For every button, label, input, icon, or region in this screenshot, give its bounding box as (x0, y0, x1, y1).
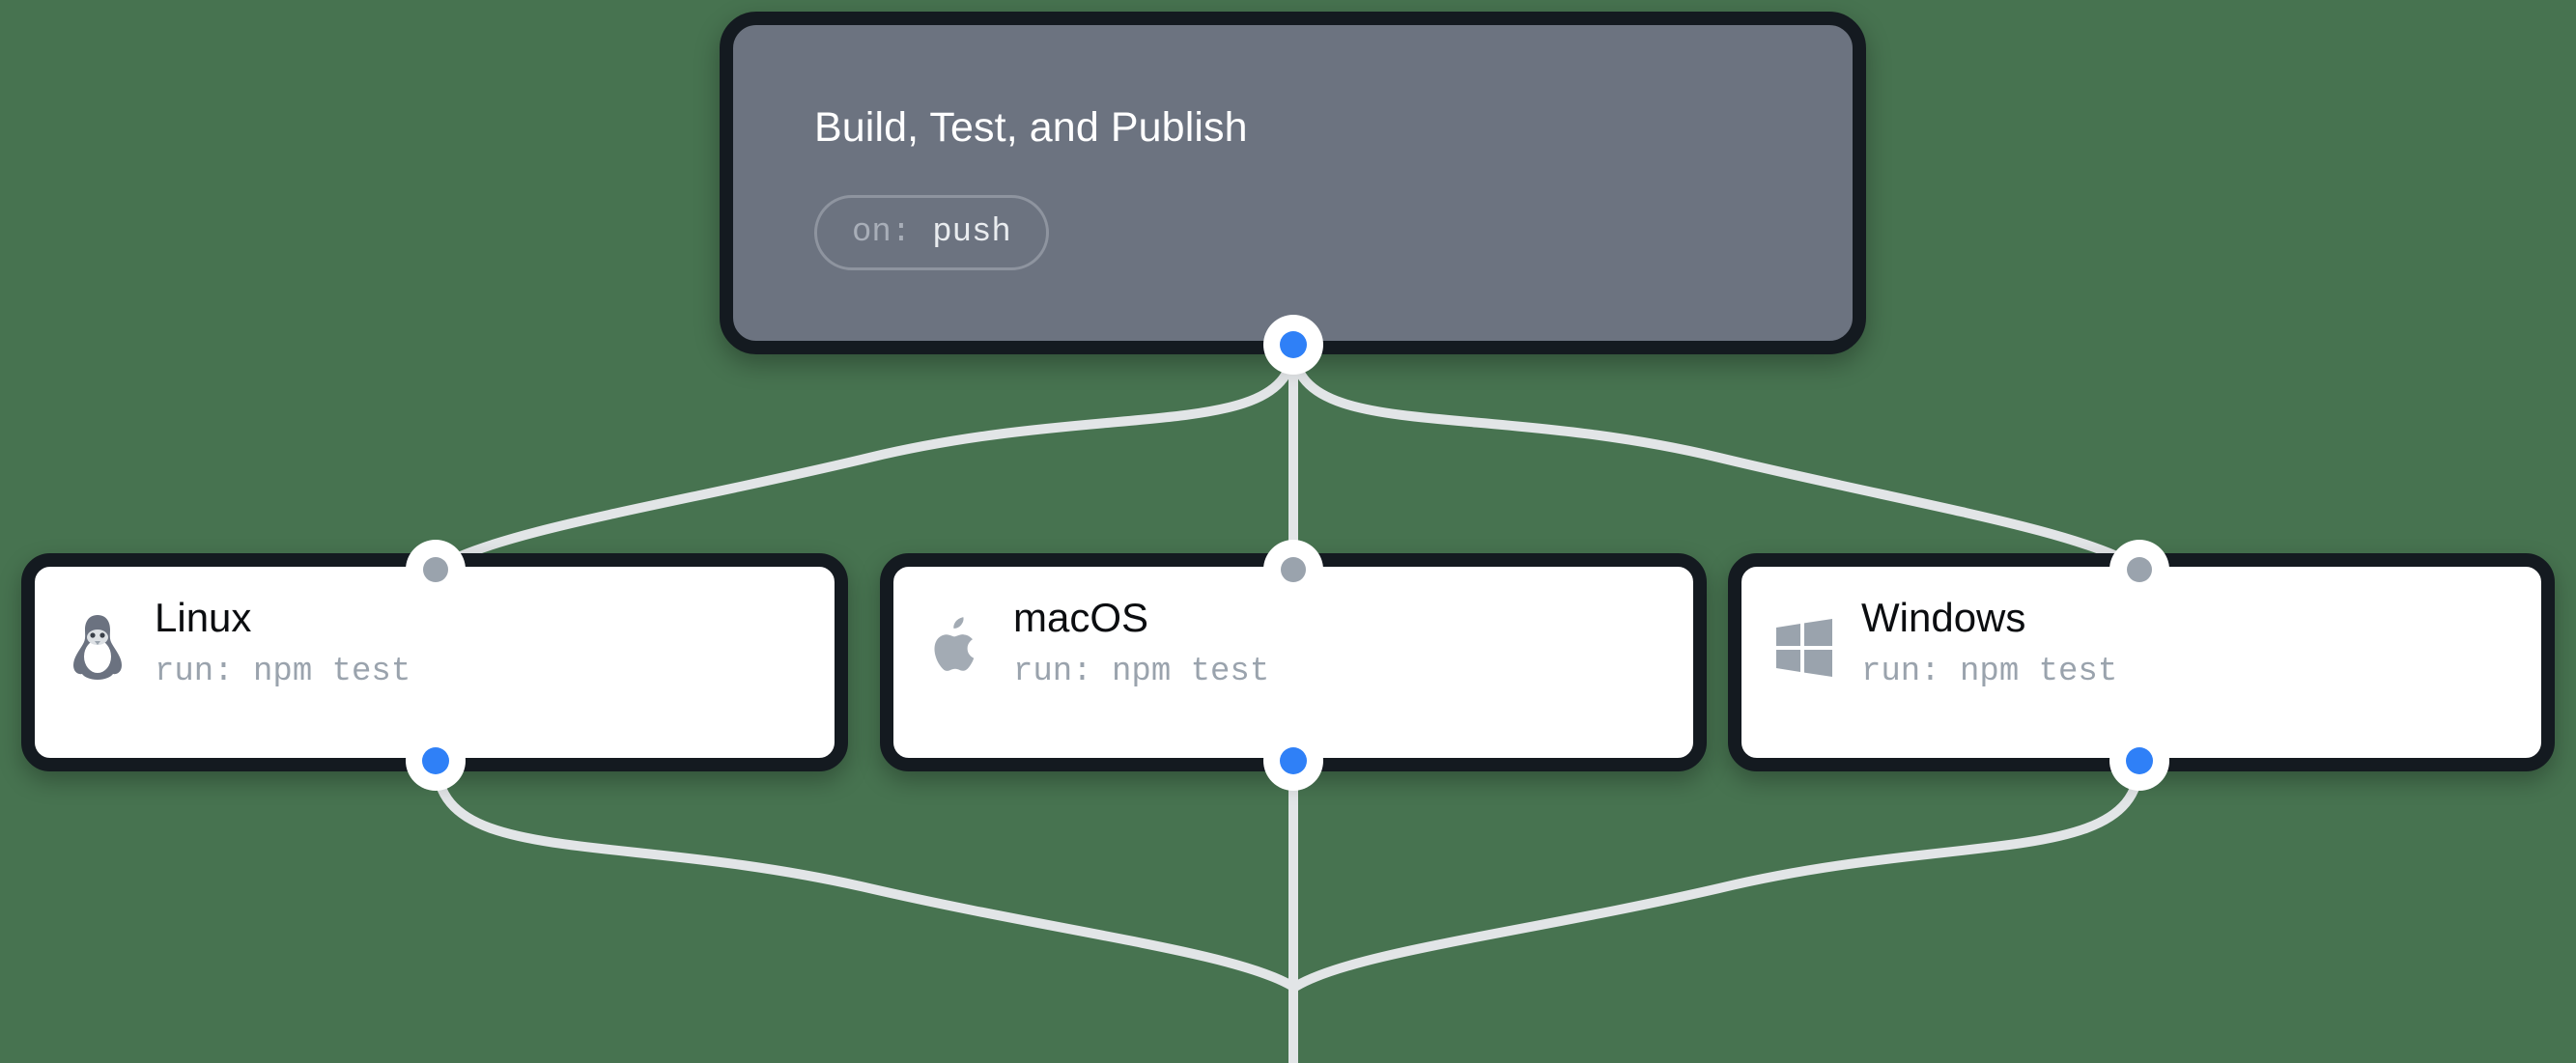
job-run-command: run: npm test (1013, 654, 1270, 691)
linux-target-handle[interactable] (423, 557, 448, 582)
job-name: Windows (1861, 595, 2026, 640)
edge-linux-to-publish (432, 756, 1298, 992)
apple-icon (924, 613, 988, 683)
edge-workflow-to-windows (1288, 340, 2144, 573)
job-name: Linux (155, 595, 252, 640)
macos-target-handle[interactable] (1281, 557, 1306, 582)
workflow-source-handle[interactable] (1280, 331, 1307, 358)
linux-penguin-icon (66, 613, 129, 683)
windows-icon (1772, 613, 1836, 683)
job-name: macOS (1013, 595, 1149, 640)
macos-source-handle[interactable] (1280, 747, 1307, 774)
job-run-command: run: npm test (1861, 654, 2118, 691)
edge-workflow-to-linux (432, 340, 1298, 573)
workflow-trigger-pill[interactable]: on: push (814, 195, 1049, 270)
windows-source-handle[interactable] (2126, 747, 2153, 774)
edge-windows-to-publish (1290, 756, 2144, 992)
trigger-key: on: (852, 214, 912, 251)
workflow-title: Build, Test, and Publish (814, 104, 1248, 151)
trigger-value: push (932, 214, 1011, 251)
linux-source-handle[interactable] (422, 747, 449, 774)
workflow-node[interactable]: Build, Test, and Publish on: push (720, 12, 1866, 354)
job-run-command: run: npm test (155, 654, 411, 691)
windows-target-handle[interactable] (2127, 557, 2152, 582)
